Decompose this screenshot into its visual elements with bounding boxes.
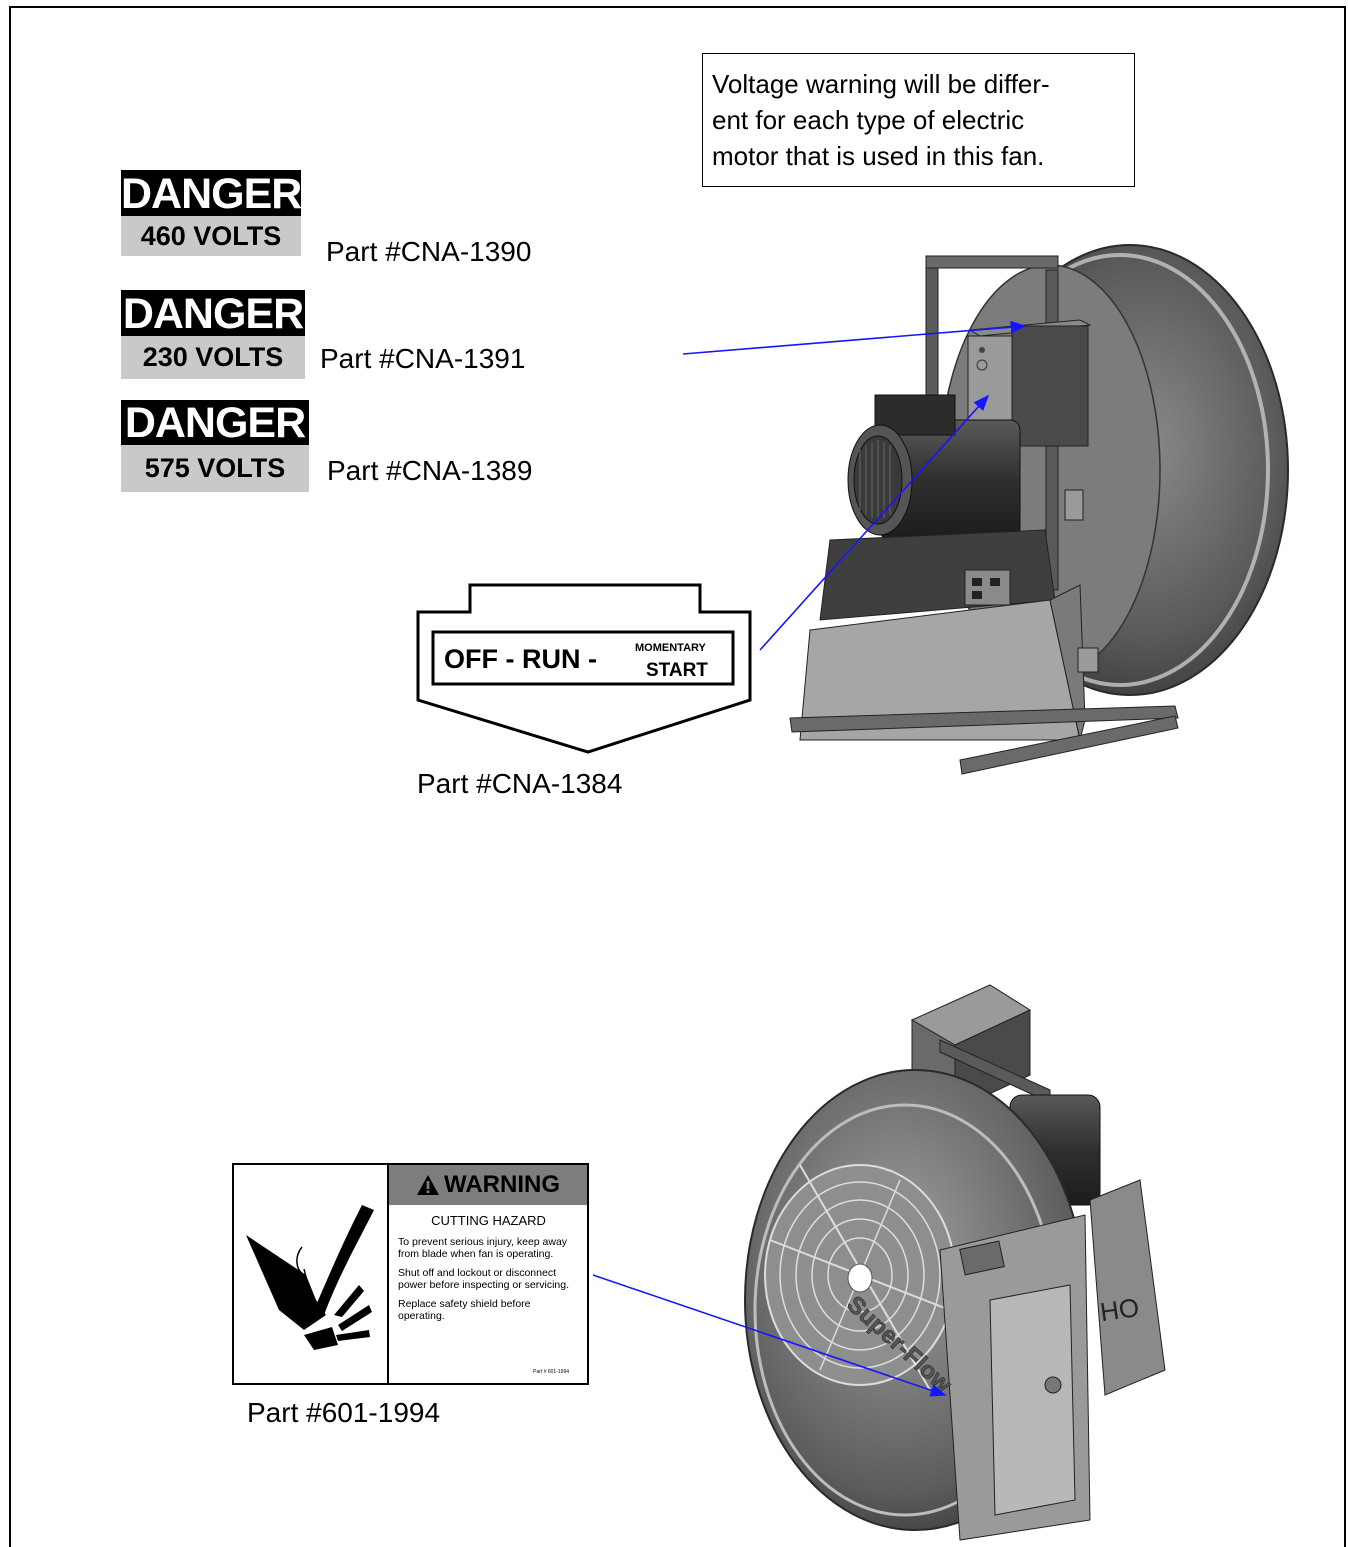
- fan-rear-view: [789, 244, 1289, 775]
- warning-header: WARNING: [389, 1165, 587, 1205]
- danger-volts: 575 VOLTS: [121, 445, 309, 492]
- warning-para-3: Replace safety shield before operating.: [398, 1297, 531, 1323]
- warning-label: WARNING CUTTING HAZARD To prevent seriou…: [232, 1163, 589, 1385]
- page-frame: [9, 6, 1346, 1547]
- warning-header-text: WARNING: [444, 1171, 560, 1198]
- arrow-to-switch: [759, 394, 990, 651]
- fan-grille: [764, 1164, 956, 1391]
- switch-label: OFF - RUN - MOMENTARY START: [416, 583, 752, 754]
- fan-side-text: HO: [1098, 1292, 1141, 1327]
- warning-title: CUTTING HAZARD: [431, 1213, 546, 1228]
- part-number-cna-1384: Part #CNA-1384: [417, 768, 623, 799]
- warning-para-2: Shut off and lockout or disconnect power…: [398, 1266, 570, 1292]
- arrow-to-fan-guard: [592, 1274, 947, 1397]
- danger-label-230: DANGER 230 VOLTS: [121, 290, 305, 379]
- danger-word: DANGER: [121, 290, 305, 338]
- warning-small-part-number: Part # 601-1994: [533, 1369, 569, 1375]
- note-line-2: ent for each type of electric: [712, 105, 1025, 135]
- hand-blade-icon: [246, 1205, 374, 1350]
- note-line-3: motor that is used in this fan.: [712, 141, 1045, 171]
- note-line-1: Voltage warning will be differ-: [712, 69, 1050, 99]
- danger-volts: 230 VOLTS: [121, 336, 305, 379]
- part-number-cna-1389: Part #CNA-1389: [327, 455, 533, 486]
- part-number-cna-1391: Part #CNA-1391: [320, 343, 526, 374]
- danger-label-575: DANGER 575 VOLTS: [121, 400, 309, 492]
- fan-front-view: HO Super-Flow: [744, 984, 1166, 1541]
- danger-word: DANGER: [121, 170, 302, 218]
- part-number-cna-1390: Part #CNA-1390: [326, 236, 532, 267]
- switch-momentary-text: MOMENTARY: [635, 642, 707, 654]
- part-number-601-1994: Part #601-1994: [247, 1397, 441, 1428]
- voltage-note-box: Voltage warning will be differ- ent for …: [702, 53, 1135, 187]
- cutting-hazard-pictogram: [234, 1165, 389, 1383]
- danger-word: DANGER: [121, 400, 309, 447]
- switch-off-run-text: OFF - RUN -: [444, 644, 597, 674]
- danger-volts: 460 VOLTS: [121, 216, 301, 256]
- danger-label-460: DANGER 460 VOLTS: [121, 170, 302, 256]
- warning-triangle-icon: [417, 1175, 439, 1195]
- warning-para-1: To prevent serious injury, keep away fro…: [398, 1235, 568, 1261]
- arrow-to-electrical-box: [682, 320, 1027, 355]
- warning-body: CUTTING HAZARD To prevent serious injury…: [398, 1213, 579, 1329]
- switch-start-text: START: [646, 660, 708, 681]
